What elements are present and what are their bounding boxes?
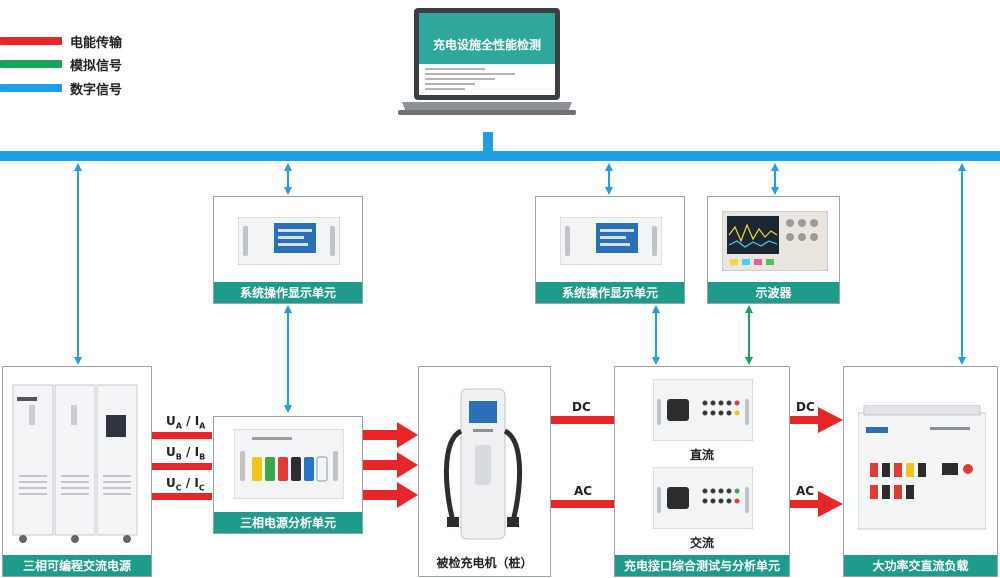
laptop-graphic <box>398 8 576 115</box>
legend-swatch-analog <box>0 60 62 68</box>
power-analyzer-label: 三相电源分析单元 <box>214 512 362 533</box>
power-line-dc-in <box>551 416 614 424</box>
interface-tester-label: 充电接口综合测试与分析单元 <box>615 555 789 576</box>
signal-b-sub-i: B <box>199 452 206 462</box>
legend-label-digital: 数字信号 <box>70 82 123 98</box>
legend-swatch-digital <box>0 84 62 92</box>
laptop: 充电设施全性能检测 <box>398 6 576 118</box>
signal-label-b: UB / IB <box>166 445 205 461</box>
interface-tester-ac-image <box>653 467 753 529</box>
power-analyzer-unit: 三相电源分析单元 <box>213 416 363 534</box>
power-arrow-ac-out <box>790 491 843 517</box>
signal-label-c: UC / IC <box>166 476 205 492</box>
link-label-ac-in: AC <box>574 484 593 498</box>
signal-a-sub-u: A <box>175 421 182 431</box>
charger-label: 被检充电机（桩） <box>436 556 533 570</box>
oscilloscope-image <box>722 211 828 271</box>
charger-unit: 被检充电机（桩） <box>418 366 551 577</box>
signal-label-a: UA / IA <box>166 414 205 430</box>
legend-label-analog: 模拟信号 <box>70 58 123 74</box>
interface-tester-dc-label: 直流 <box>689 448 714 462</box>
load-unit: 大功率交直流负载 <box>843 366 998 577</box>
interface-tester-ac-label: 交流 <box>689 536 714 550</box>
load-image <box>858 405 986 530</box>
signal-c-u: U <box>166 476 176 490</box>
signal-a-i: / I <box>181 414 200 428</box>
ac-source-image <box>12 384 138 543</box>
charger-image <box>443 388 523 540</box>
signal-c-i: / I <box>181 476 199 490</box>
power-line-b <box>152 463 212 470</box>
power-analyzer-image <box>234 429 344 499</box>
signal-b-sub-u: B <box>175 452 182 462</box>
laptop-screen-title: 充电设施全性能检测 <box>432 38 541 52</box>
oscilloscope-label: 示波器 <box>708 282 839 303</box>
digital-bus <box>0 151 1000 161</box>
display-unit-right-label: 系统操作显示单元 <box>536 282 684 303</box>
signal-b-u: U <box>166 445 176 459</box>
link-label-dc-in: DC <box>572 400 591 414</box>
ac-source-unit: 三相可编程交流电源 <box>2 366 152 577</box>
legend-swatch-power <box>0 37 62 45</box>
power-line-ac-in <box>551 500 614 508</box>
legend-label-power: 电能传输 <box>70 35 123 51</box>
signal-a-sub-i: A <box>199 421 206 431</box>
link-label-dc-out: DC <box>796 400 815 414</box>
signal-c-sub-i: C <box>198 483 205 493</box>
power-arrow-b <box>363 452 418 478</box>
signal-c-sub-u: C <box>175 483 182 493</box>
display-unit-right: 系统操作显示单元 <box>535 196 685 304</box>
power-arrow-c <box>363 482 418 508</box>
link-label-ac-out: AC <box>796 484 815 498</box>
display-unit-left: 系统操作显示单元 <box>213 196 363 304</box>
power-line-c <box>152 493 212 500</box>
legend-item-digital: 数字信号 <box>0 80 123 98</box>
bus-drop-laptop <box>483 132 493 154</box>
display-unit-right-image <box>560 217 662 265</box>
legend-item-analog: 模拟信号 <box>0 56 123 74</box>
legend-item-power: 电能传输 <box>0 33 123 51</box>
load-label: 大功率交直流负载 <box>844 555 997 576</box>
power-line-a <box>152 432 212 439</box>
power-arrow-dc-out <box>790 407 843 433</box>
display-unit-left-label: 系统操作显示单元 <box>214 282 362 303</box>
display-unit-left-image <box>238 217 340 265</box>
ac-source-label: 三相可编程交流电源 <box>3 555 151 576</box>
interface-tester-dc-image <box>653 379 753 441</box>
interface-tester-unit: 直流 交流 充电接口综合测试与分析单元 <box>614 366 790 577</box>
signal-b-i: / I <box>181 445 200 459</box>
oscilloscope-unit: 示波器 <box>707 196 840 304</box>
power-arrow-a <box>363 422 418 448</box>
signal-a-u: U <box>166 414 176 428</box>
